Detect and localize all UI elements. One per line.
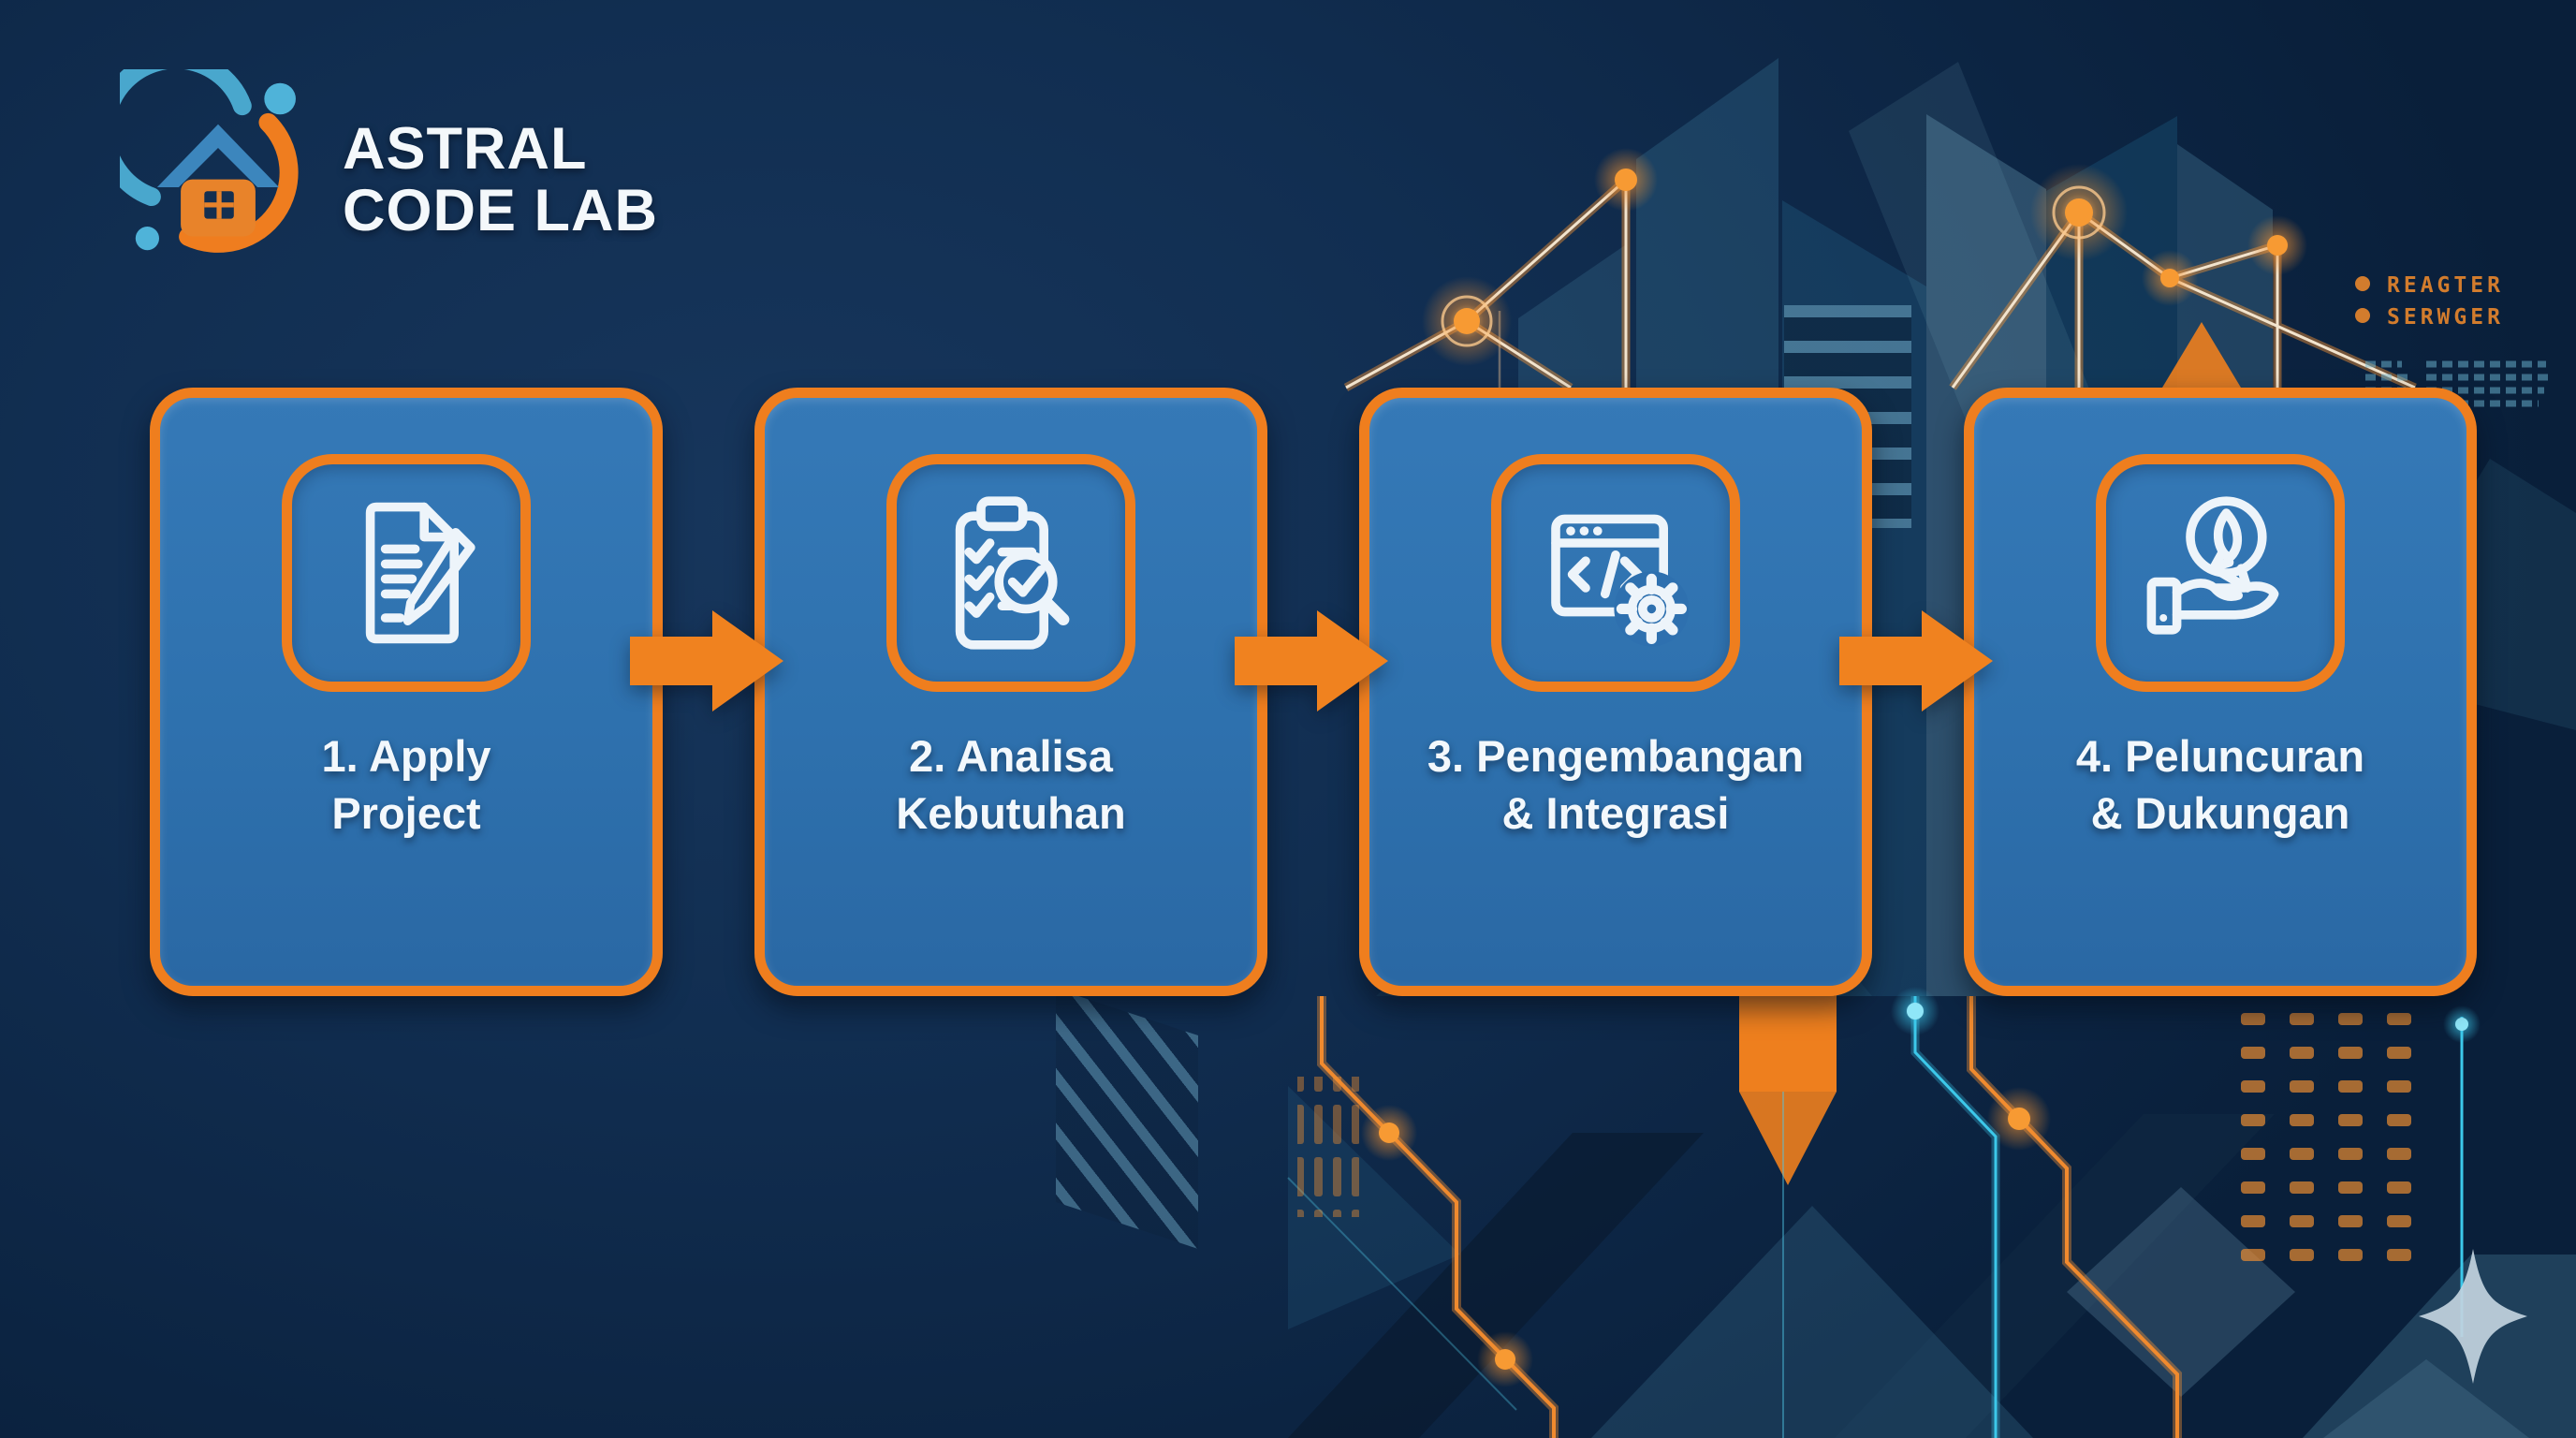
step-icon-frame [2096, 454, 2345, 692]
step-icon-frame [1491, 454, 1740, 692]
flow-arrow-2-icon [1235, 610, 1388, 712]
house-orbit-logo-icon [120, 69, 299, 253]
brand-name-line2: CODE LAB [343, 178, 658, 243]
step-title: 2. Analisa Kebutuhan [765, 727, 1257, 842]
logo-dot [264, 82, 296, 115]
step-title: 4. Peluncuran & Dukungan [1974, 727, 2466, 842]
legend-label-1: REAGTER [2387, 273, 2504, 298]
step-card-3: 3. Pengembangan & Integrasi [1359, 388, 1872, 996]
step-card-2: 2. Analisa Kebutuhan [754, 388, 1267, 996]
dash-grid [1297, 1002, 2430, 1262]
circuit-traces-orange [1317, 996, 2182, 1438]
legend-bullet-icon [2355, 308, 2370, 323]
step-title-line1: 1. Apply [321, 731, 491, 781]
circuit-field [1288, 1086, 2576, 1438]
step-icon-frame [282, 454, 531, 692]
legend-label-2: SERWGER [2387, 305, 2504, 330]
circuit-traces-cyan [1287, 987, 2481, 1438]
flow-arrow-3-icon [1839, 610, 1993, 712]
document-pencil-icon [365, 502, 476, 644]
step-title-line1: 3. Pengembangan [1427, 731, 1805, 781]
brand-logo: ASTRAL CODE LAB [120, 69, 658, 266]
step-title-line1: 2. Analisa [909, 731, 1113, 781]
step-card-4: 4. Peluncuran & Dukungan [1964, 388, 2477, 996]
code-window-gear-icon [1551, 514, 1690, 647]
step-title-line2: Project [331, 788, 481, 838]
hand-launch-bubble-icon [2146, 496, 2279, 635]
clipboard-check-magnifier-icon [955, 496, 1070, 650]
logo-house-roof [156, 124, 280, 187]
step-title: 1. Apply Project [160, 727, 652, 842]
logo-dot [135, 227, 159, 251]
flow-arrow-1-icon [630, 610, 783, 712]
step-title: 3. Pengembangan & Integrasi [1369, 727, 1862, 842]
brand-name-line1: ASTRAL [343, 116, 588, 182]
diagonal-stripes-decor [1056, 989, 1198, 1249]
network-nodes [1422, 148, 2307, 366]
legend-bullet-icon [2355, 276, 2370, 291]
brand-name: ASTRAL CODE LAB [343, 118, 658, 242]
sparkle-icon [2419, 1249, 2527, 1384]
network-lines [1343, 169, 2417, 392]
step-title-line1: 4. Peluncuran [2075, 731, 2365, 781]
step-icon-frame [886, 454, 1135, 692]
legend-decor: REAGTER SERWGER [2355, 273, 2550, 407]
step-title-line2: & Dukungan [2090, 788, 2350, 838]
step-title-line2: Kebutuhan [896, 788, 1126, 838]
step-card-1: 1. Apply Project [150, 388, 663, 996]
step-title-line2: & Integrasi [1501, 788, 1730, 838]
